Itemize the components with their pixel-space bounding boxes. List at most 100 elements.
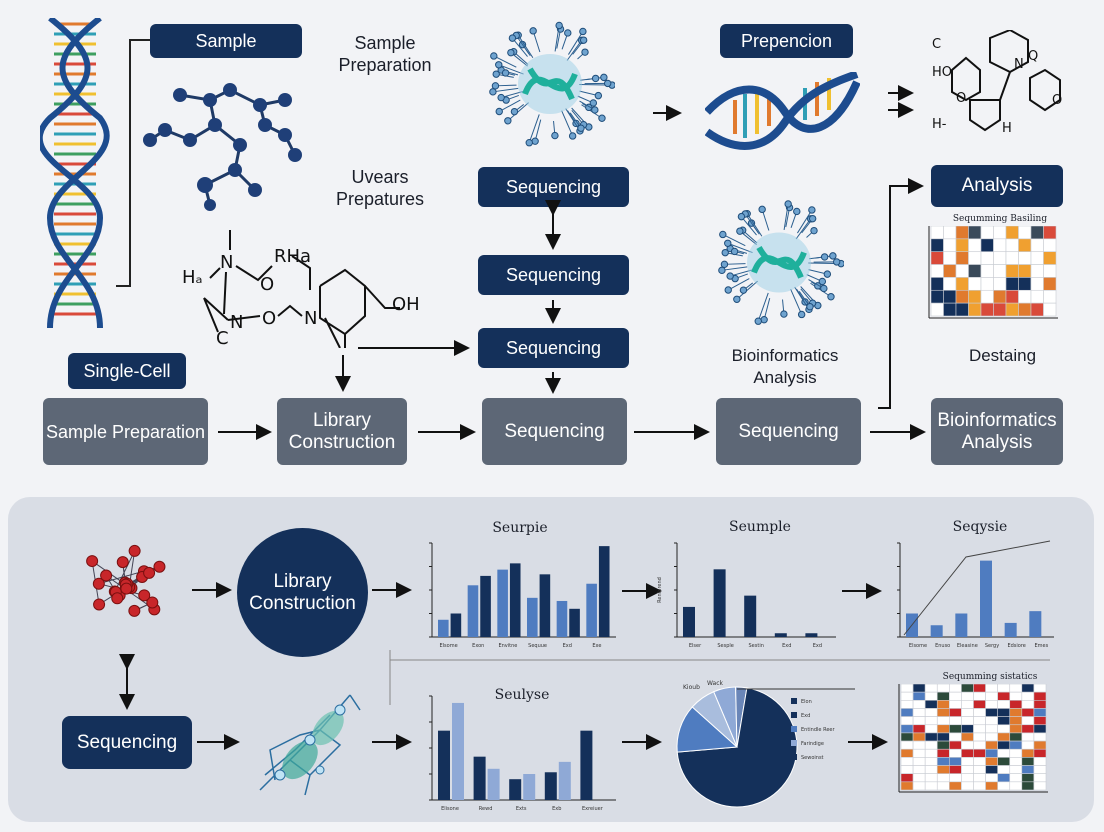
heatmap-cell	[1021, 781, 1035, 791]
cluster-atom	[128, 544, 141, 557]
bar	[556, 600, 568, 637]
protein-bond	[736, 280, 758, 300]
protein-atom	[555, 21, 563, 30]
atom-label: RHa	[274, 246, 311, 267]
heatmap-cell	[997, 773, 1011, 783]
heatmap-cell	[997, 716, 1011, 726]
protein-atom	[737, 212, 746, 221]
protein-atom	[525, 139, 533, 147]
cluster-atom	[138, 589, 151, 602]
x-tick-label: Elsome	[440, 643, 458, 649]
bar	[683, 606, 695, 637]
atom-label: H-	[932, 117, 947, 132]
heatmap-cell	[900, 691, 914, 701]
atom-label: N	[304, 308, 317, 329]
protein-bond	[498, 64, 524, 75]
heatmap-cell	[912, 716, 926, 726]
heatmap-cell	[985, 781, 998, 791]
heatmap-cell	[900, 708, 914, 717]
bar	[930, 625, 943, 637]
heatmap-cell	[997, 748, 1011, 758]
x-tick-label: Sesple	[717, 643, 734, 649]
protein-atom	[577, 124, 585, 132]
heatmap-cell	[1033, 691, 1047, 701]
atom-label: C	[216, 328, 229, 348]
protein-atom	[504, 117, 512, 125]
heatmap-cell	[985, 740, 998, 750]
heatmap-cell	[1033, 773, 1047, 783]
heatmap-cell	[961, 765, 974, 774]
heatmap-cell	[949, 732, 962, 742]
heatmap-cell	[973, 732, 986, 742]
bar	[805, 633, 818, 637]
heatmap-cell	[900, 716, 914, 726]
x-tick-label: Exe	[592, 643, 601, 649]
protein-atom	[823, 270, 832, 278]
top-heatmap	[928, 226, 1058, 319]
cluster-atom	[120, 582, 133, 595]
atom-label: Q	[1028, 49, 1038, 64]
protein-atom	[501, 69, 510, 77]
heatmap-cell	[936, 716, 950, 726]
heatmap-cell	[912, 773, 926, 783]
x-tick-label: Enuso	[935, 643, 950, 649]
bar	[1029, 611, 1042, 637]
heatmap-title: Sequmming Basiling	[952, 214, 1048, 224]
protein-atom	[810, 226, 818, 235]
heatmap-cell	[924, 732, 938, 742]
x-tick-label: Elsome	[909, 643, 927, 649]
heatmap-cell	[1021, 748, 1035, 758]
x-tick-label: Exd	[563, 643, 572, 649]
heatmap-cell	[936, 765, 950, 774]
x-tick-label: Sestin	[749, 643, 764, 649]
protein-bond	[741, 216, 757, 236]
tag-prepencion: Prepencion	[720, 24, 853, 58]
atom-label: OH	[392, 294, 420, 315]
heatmap-cell	[1009, 773, 1023, 783]
x-tick-label: Elisone	[441, 806, 459, 812]
molecule-network-illustration	[143, 83, 302, 211]
heatmap-cell	[949, 757, 962, 766]
heatmap-cell	[1033, 781, 1047, 791]
heatmap-cell	[1033, 748, 1047, 758]
protein-atom	[829, 252, 837, 260]
library-construction-circle: Library Construction	[237, 528, 368, 657]
pipeline-sequencing-1: Sequencing	[482, 398, 627, 465]
heatmap-cell	[924, 748, 938, 758]
heatmap-cell	[961, 732, 974, 742]
heatmap-cell	[1021, 684, 1035, 693]
protein-atom	[739, 286, 748, 294]
bar	[452, 702, 464, 800]
label-bioinformatics-analysis: Bioinformatics Analysis	[731, 346, 839, 387]
tag-sample: Sample	[150, 24, 302, 58]
atom-label: H	[1002, 121, 1012, 136]
x-tick-label: Exd	[813, 643, 822, 649]
heatmap-cell	[1009, 691, 1023, 701]
bar	[980, 560, 992, 637]
sequencing-tag-1: Sequencing	[478, 167, 629, 207]
cluster-atom	[146, 596, 159, 609]
heatmap-cell	[997, 684, 1011, 693]
red-molecule-cluster-illustration	[86, 544, 166, 617]
x-tick-label: Sequue	[528, 643, 547, 649]
heatmap-cell	[936, 773, 950, 783]
heatmap-cell	[900, 732, 914, 742]
protein-bond	[746, 213, 763, 237]
protein-bond	[797, 209, 813, 234]
protein-atom	[730, 247, 739, 256]
chart-title-seqysie: Seqysie	[952, 519, 1008, 535]
heatmap-cell	[924, 724, 938, 734]
bar	[955, 613, 968, 637]
heatmap-cell	[973, 781, 986, 791]
legend-swatch	[791, 698, 797, 704]
protein-bond	[721, 266, 748, 271]
heatmap-cell	[949, 773, 962, 783]
x-tick-label: Exb	[552, 806, 561, 812]
chemical-rings-illustration: C Q HO N H H- O O	[932, 30, 1062, 136]
bracket-line	[116, 39, 150, 287]
heatmap-cell	[936, 740, 950, 750]
protein-bond	[517, 34, 534, 58]
